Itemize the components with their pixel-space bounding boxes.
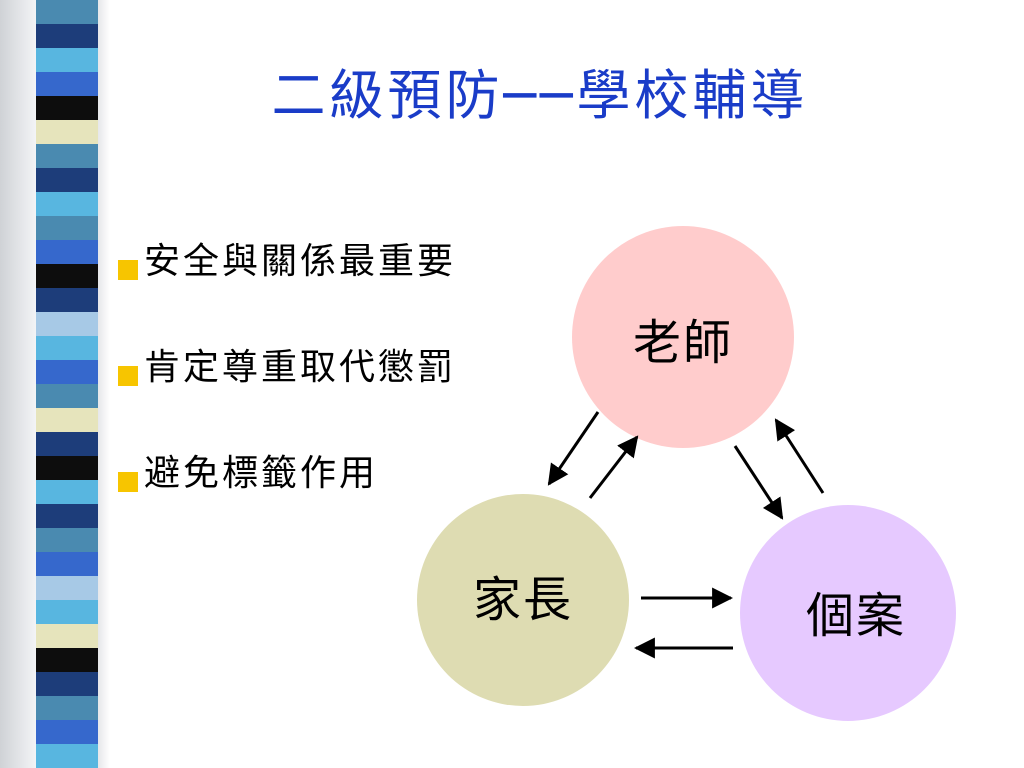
case-label: 個案: [805, 588, 907, 644]
stripe-band: [36, 0, 98, 24]
arrow-parent-to-teacher: [588, 435, 639, 499]
stripe-band: [36, 312, 98, 336]
stripe-band: [36, 48, 98, 72]
stripe-band: [36, 744, 98, 768]
page-title: 二級預防──學校輔導: [271, 64, 809, 127]
stripe-band: [36, 552, 98, 576]
stripe-band: [36, 72, 98, 96]
stripe-band: [36, 624, 98, 648]
stripe-band: [36, 384, 98, 408]
bullet-item: 安全與關係最重要: [118, 240, 558, 346]
stripe-band: [36, 192, 98, 216]
bullet-item: 肯定尊重取代懲罰: [118, 346, 558, 452]
stripe-shadow: [0, 0, 36, 768]
stripe-band: [36, 480, 98, 504]
arrow-teacher-to-case: [733, 445, 784, 520]
bullet-square-icon: [118, 366, 138, 386]
parent-label: 家長: [472, 572, 574, 628]
bullet-text: 肯定尊重取代懲罰: [144, 347, 457, 388]
stripe-band: [36, 504, 98, 528]
stripe-band: [36, 408, 98, 432]
bullet-text: 安全與關係最重要: [144, 241, 457, 282]
bullet-list: 安全與關係最重要 肯定尊重取代懲罰 避免標籤作用: [118, 240, 558, 558]
stripe-band: [36, 336, 98, 360]
stripe-band: [36, 432, 98, 456]
stripe-band: [36, 576, 98, 600]
stripe-edge: [98, 0, 110, 768]
stripe-band: [36, 672, 98, 696]
bullet-text: 避免標籤作用: [144, 453, 379, 494]
arrow-case-to-teacher: [774, 418, 825, 494]
stripe-band: [36, 696, 98, 720]
stripe-band: [36, 264, 98, 288]
stripe-band: [36, 24, 98, 48]
stripe-band: [36, 456, 98, 480]
stripe-band: [36, 360, 98, 384]
stripe-band: [36, 600, 98, 624]
stripe-band: [36, 240, 98, 264]
stripe-band: [36, 720, 98, 744]
stripe-band: [36, 120, 98, 144]
bullet-item: 避免標籤作用: [118, 452, 558, 558]
stripe-band: [36, 96, 98, 120]
stripe-band: [36, 144, 98, 168]
stripe-band: [36, 216, 98, 240]
stripe-band: [36, 288, 98, 312]
stripe-band: [36, 528, 98, 552]
bullet-square-icon: [118, 260, 138, 280]
bullet-square-icon: [118, 472, 138, 492]
stripe-band: [36, 648, 98, 672]
teacher-label: 老師: [632, 315, 734, 371]
stripe-band: [36, 168, 98, 192]
decorative-side-stripe: [0, 0, 110, 768]
